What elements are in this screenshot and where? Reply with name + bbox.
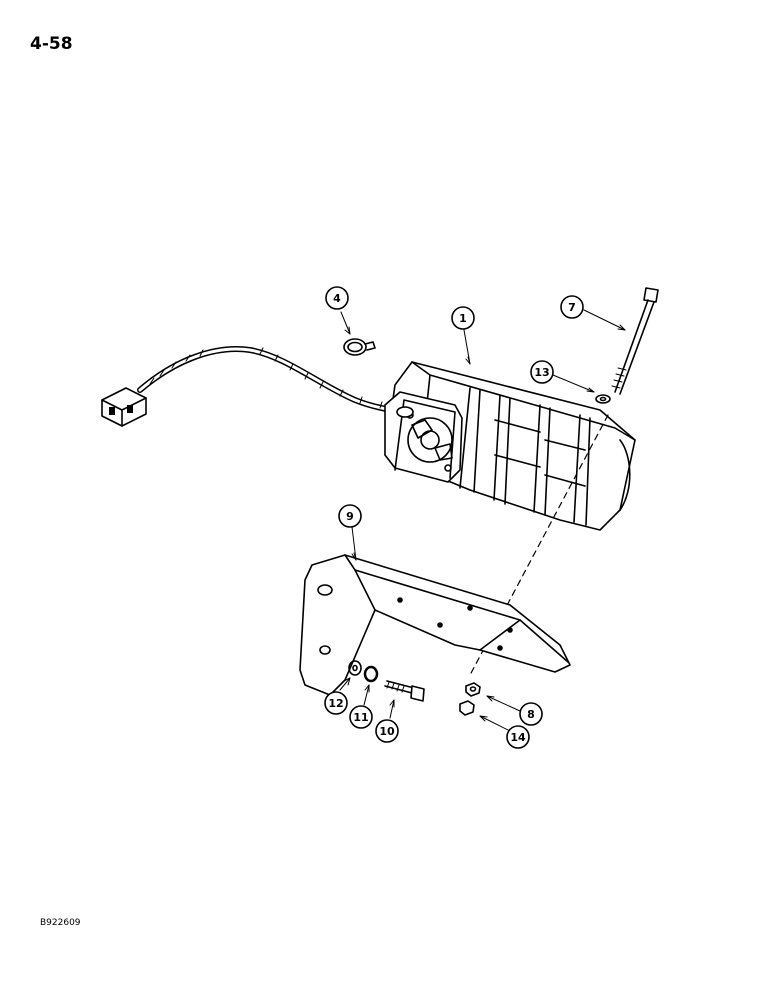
callout-14-label: 14 [510,731,526,744]
callout-10: 10 [375,719,399,743]
figure-id: B922609 [40,918,81,928]
callout-8: 8 [519,702,543,726]
washer-12 [348,660,362,676]
callout-11: 11 [349,705,373,729]
callout-1: 1 [451,306,475,330]
callout-9-label: 9 [346,510,354,523]
callout-12-label: 12 [328,697,343,710]
callout-1-label: 1 [459,312,467,325]
callout-11-label: 11 [353,711,368,724]
callout-12: 12 [324,691,348,715]
leader-lines [339,309,626,734]
callout-9: 9 [338,504,362,528]
callout-7: 7 [560,295,584,319]
page-number: 4-58 [30,34,73,54]
harness-connector [101,387,147,427]
callout-4: 4 [325,286,349,310]
long-bolt [611,287,659,395]
callout-10-label: 10 [379,725,395,738]
callout-14: 14 [506,725,530,749]
callout-8-label: 8 [527,708,535,721]
main-assembly [384,361,636,531]
mounting-bracket [299,554,571,696]
bolt-10 [384,680,425,702]
nut-14 [459,700,475,716]
callout-13-label: 13 [534,366,549,379]
callout-4-label: 4 [333,292,341,305]
lock-washer-11 [363,665,379,683]
wire-harness [137,346,408,415]
nut-8 [465,682,481,697]
callout-7-label: 7 [568,301,576,314]
callout-13: 13 [530,360,554,384]
washer-13 [595,394,611,404]
hose-clamp [343,338,376,356]
